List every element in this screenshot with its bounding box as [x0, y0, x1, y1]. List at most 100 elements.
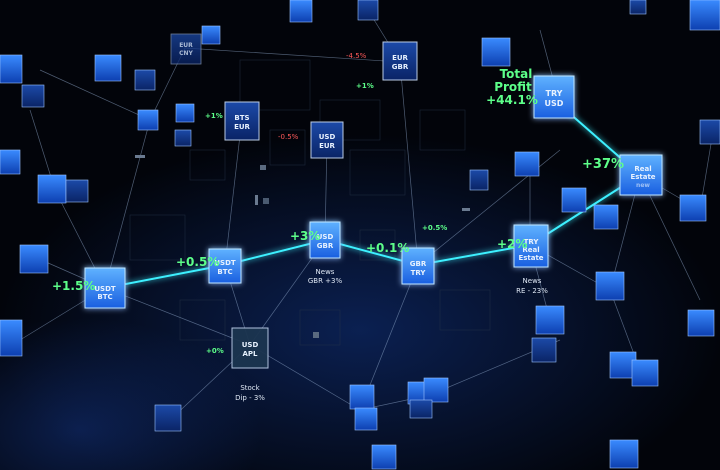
node-label: USD: [317, 233, 334, 241]
stock-caption: Stock: [240, 384, 260, 392]
background-cube: [609, 439, 639, 469]
background-cube: [0, 54, 23, 84]
node-label: USDT: [94, 285, 116, 293]
change-label: +1.5%: [52, 279, 95, 293]
background-cube: [175, 103, 195, 123]
node-label: new: [636, 182, 650, 189]
change-label: +37%: [582, 157, 624, 172]
node-usd-apl[interactable]: USD APL +0% Stock Dip - 3%: [206, 327, 269, 402]
background-cube: [699, 119, 720, 145]
node-label: TRY: [524, 238, 540, 246]
background-cube: [137, 109, 159, 131]
background-cube: [371, 444, 397, 470]
background-cube: [65, 179, 89, 203]
node-label: BTS: [234, 114, 249, 122]
node-label: TRY: [411, 269, 427, 277]
floating-change-label: +1%: [356, 82, 374, 90]
stock-caption: Dip - 3%: [235, 394, 265, 402]
total-profit-label: Profit: [494, 80, 532, 94]
background-cube: [289, 0, 313, 23]
background-cube: [631, 359, 659, 387]
background-cube: [514, 151, 540, 177]
background-cube: [19, 244, 49, 274]
node-label: USD: [319, 133, 336, 141]
floating-change-label: +0.5%: [422, 224, 447, 232]
background-cube: [561, 187, 587, 213]
background-cube: [134, 69, 156, 91]
node-label: USD: [242, 341, 259, 349]
background-cube: [21, 84, 45, 108]
news-caption: RE - 23%: [516, 287, 548, 295]
background-cube: [679, 194, 707, 222]
change-label: +2%: [497, 237, 527, 251]
change-label: +0.5%: [176, 255, 219, 269]
change-label: +1%: [205, 112, 223, 120]
node-usdt-btc-a[interactable]: USDT BTC +1.5%: [52, 267, 126, 309]
background-cube: [595, 271, 625, 301]
background-cube: [409, 399, 433, 419]
node-label: EUR: [319, 142, 335, 150]
background-cube: [593, 204, 619, 230]
node-label: GBR: [317, 242, 334, 250]
news-caption: News: [316, 268, 335, 276]
background-cube: [423, 377, 449, 403]
news-caption: GBR +3%: [308, 277, 343, 285]
background-cube: [469, 169, 489, 191]
node-label: Estate: [630, 173, 655, 181]
node-label: CNY: [179, 50, 193, 57]
node-usd-gbr[interactable]: USD GBR +3% News GBR +3%: [290, 221, 343, 285]
floating-change-label: -4.5%: [346, 52, 367, 60]
node-real-estate-new[interactable]: Real Estate new +37%: [582, 154, 663, 196]
node-label: BTC: [217, 268, 232, 276]
background-cube: [629, 0, 647, 15]
node-try-usd[interactable]: TRY USD Total Profit +44.1%: [486, 67, 575, 119]
node-label: TRY: [546, 89, 563, 98]
background-cube: [0, 149, 21, 175]
background-cube: [687, 309, 715, 337]
change-label: +3%: [290, 229, 320, 243]
node-label: USD: [545, 99, 564, 108]
background-cube: [154, 404, 182, 432]
background-grid: [129, 59, 491, 346]
node-label: BTC: [97, 293, 112, 301]
node-label: EUR: [392, 54, 408, 62]
node-label: Estate: [518, 254, 543, 262]
change-label: -0.5%: [278, 133, 299, 141]
news-caption: News: [523, 277, 542, 285]
change-label: +0.1%: [366, 241, 409, 255]
background-cube: [201, 25, 221, 45]
background-cube: [0, 319, 23, 357]
background-cube: [357, 0, 379, 21]
background-cube: [349, 384, 375, 410]
node-label: GBR: [410, 260, 427, 268]
change-label: +0%: [206, 347, 224, 355]
node-label: EUR: [179, 42, 193, 49]
background-cube: [531, 337, 557, 363]
decorative-marks: [135, 155, 470, 338]
node-label: EUR: [234, 123, 250, 131]
node-usdt-btc-b[interactable]: USDT BTC +0.5%: [176, 248, 242, 284]
total-profit-label: Total: [500, 67, 533, 81]
background-cube: [94, 54, 122, 82]
node-label: Real: [634, 165, 651, 173]
background-cube: [37, 174, 67, 204]
background-cube: [609, 351, 637, 379]
background-cube: [689, 0, 720, 31]
node-label: Real: [522, 246, 539, 254]
background-cube: [354, 407, 378, 431]
node-bts-eur[interactable]: BTS EUR +1%: [205, 101, 260, 141]
node-label: GBR: [392, 63, 409, 71]
node-eur-gbr[interactable]: EUR GBR: [382, 41, 418, 81]
node-label: APL: [242, 350, 258, 358]
node-gbr-try[interactable]: GBR TRY +0.1%: [366, 241, 435, 285]
node-usd-eur[interactable]: USD EUR -0.5%: [278, 121, 344, 159]
total-profit-value: +44.1%: [486, 93, 538, 107]
node-try-real-estate[interactable]: TRY Real Estate +2% News RE - 23%: [497, 224, 549, 295]
node-label: USDT: [214, 259, 236, 267]
background-cube: [481, 37, 511, 67]
background-cube: [174, 129, 192, 147]
node-eur-cny[interactable]: EUR CNY: [170, 33, 202, 65]
